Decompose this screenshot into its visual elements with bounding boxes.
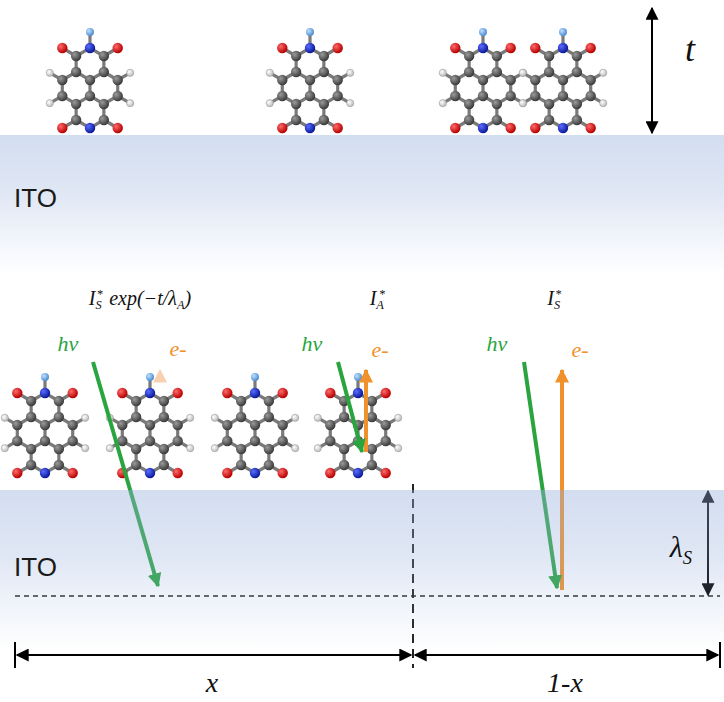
dimension-arrow xyxy=(415,654,718,656)
ito-band: ITO xyxy=(0,490,724,650)
electron-label: e- xyxy=(571,338,588,362)
band-label: ITO xyxy=(14,183,57,214)
intensity-formula: IA* xyxy=(370,287,387,309)
dimension-label: x xyxy=(206,668,218,699)
electron-arrow xyxy=(364,370,368,452)
molecule xyxy=(106,373,194,478)
photon-label: hν xyxy=(58,332,79,356)
intensity-formula: IS* exp(−t/λA) xyxy=(89,287,191,309)
band-label: ITO xyxy=(14,552,57,583)
depth-label: λS xyxy=(670,530,692,563)
molecule xyxy=(211,373,299,478)
dimension-arrow xyxy=(17,654,411,656)
ito-band: ITO xyxy=(0,135,724,275)
photon-label: hν xyxy=(487,332,508,356)
molecule xyxy=(1,373,89,478)
electron-label: e- xyxy=(169,337,186,361)
photon-label: hν xyxy=(302,332,323,356)
electron-label: e- xyxy=(371,338,388,362)
molecule xyxy=(439,28,527,133)
thickness-label: t xyxy=(685,30,695,70)
intensity-formula: IS* xyxy=(547,287,562,309)
dimension-label: 1-x xyxy=(547,668,583,699)
thickness-arrow xyxy=(651,8,653,133)
molecule xyxy=(46,28,134,133)
molecule xyxy=(266,28,354,133)
molecule xyxy=(314,373,402,478)
molecule xyxy=(519,28,607,133)
photon-arrow xyxy=(338,362,362,452)
